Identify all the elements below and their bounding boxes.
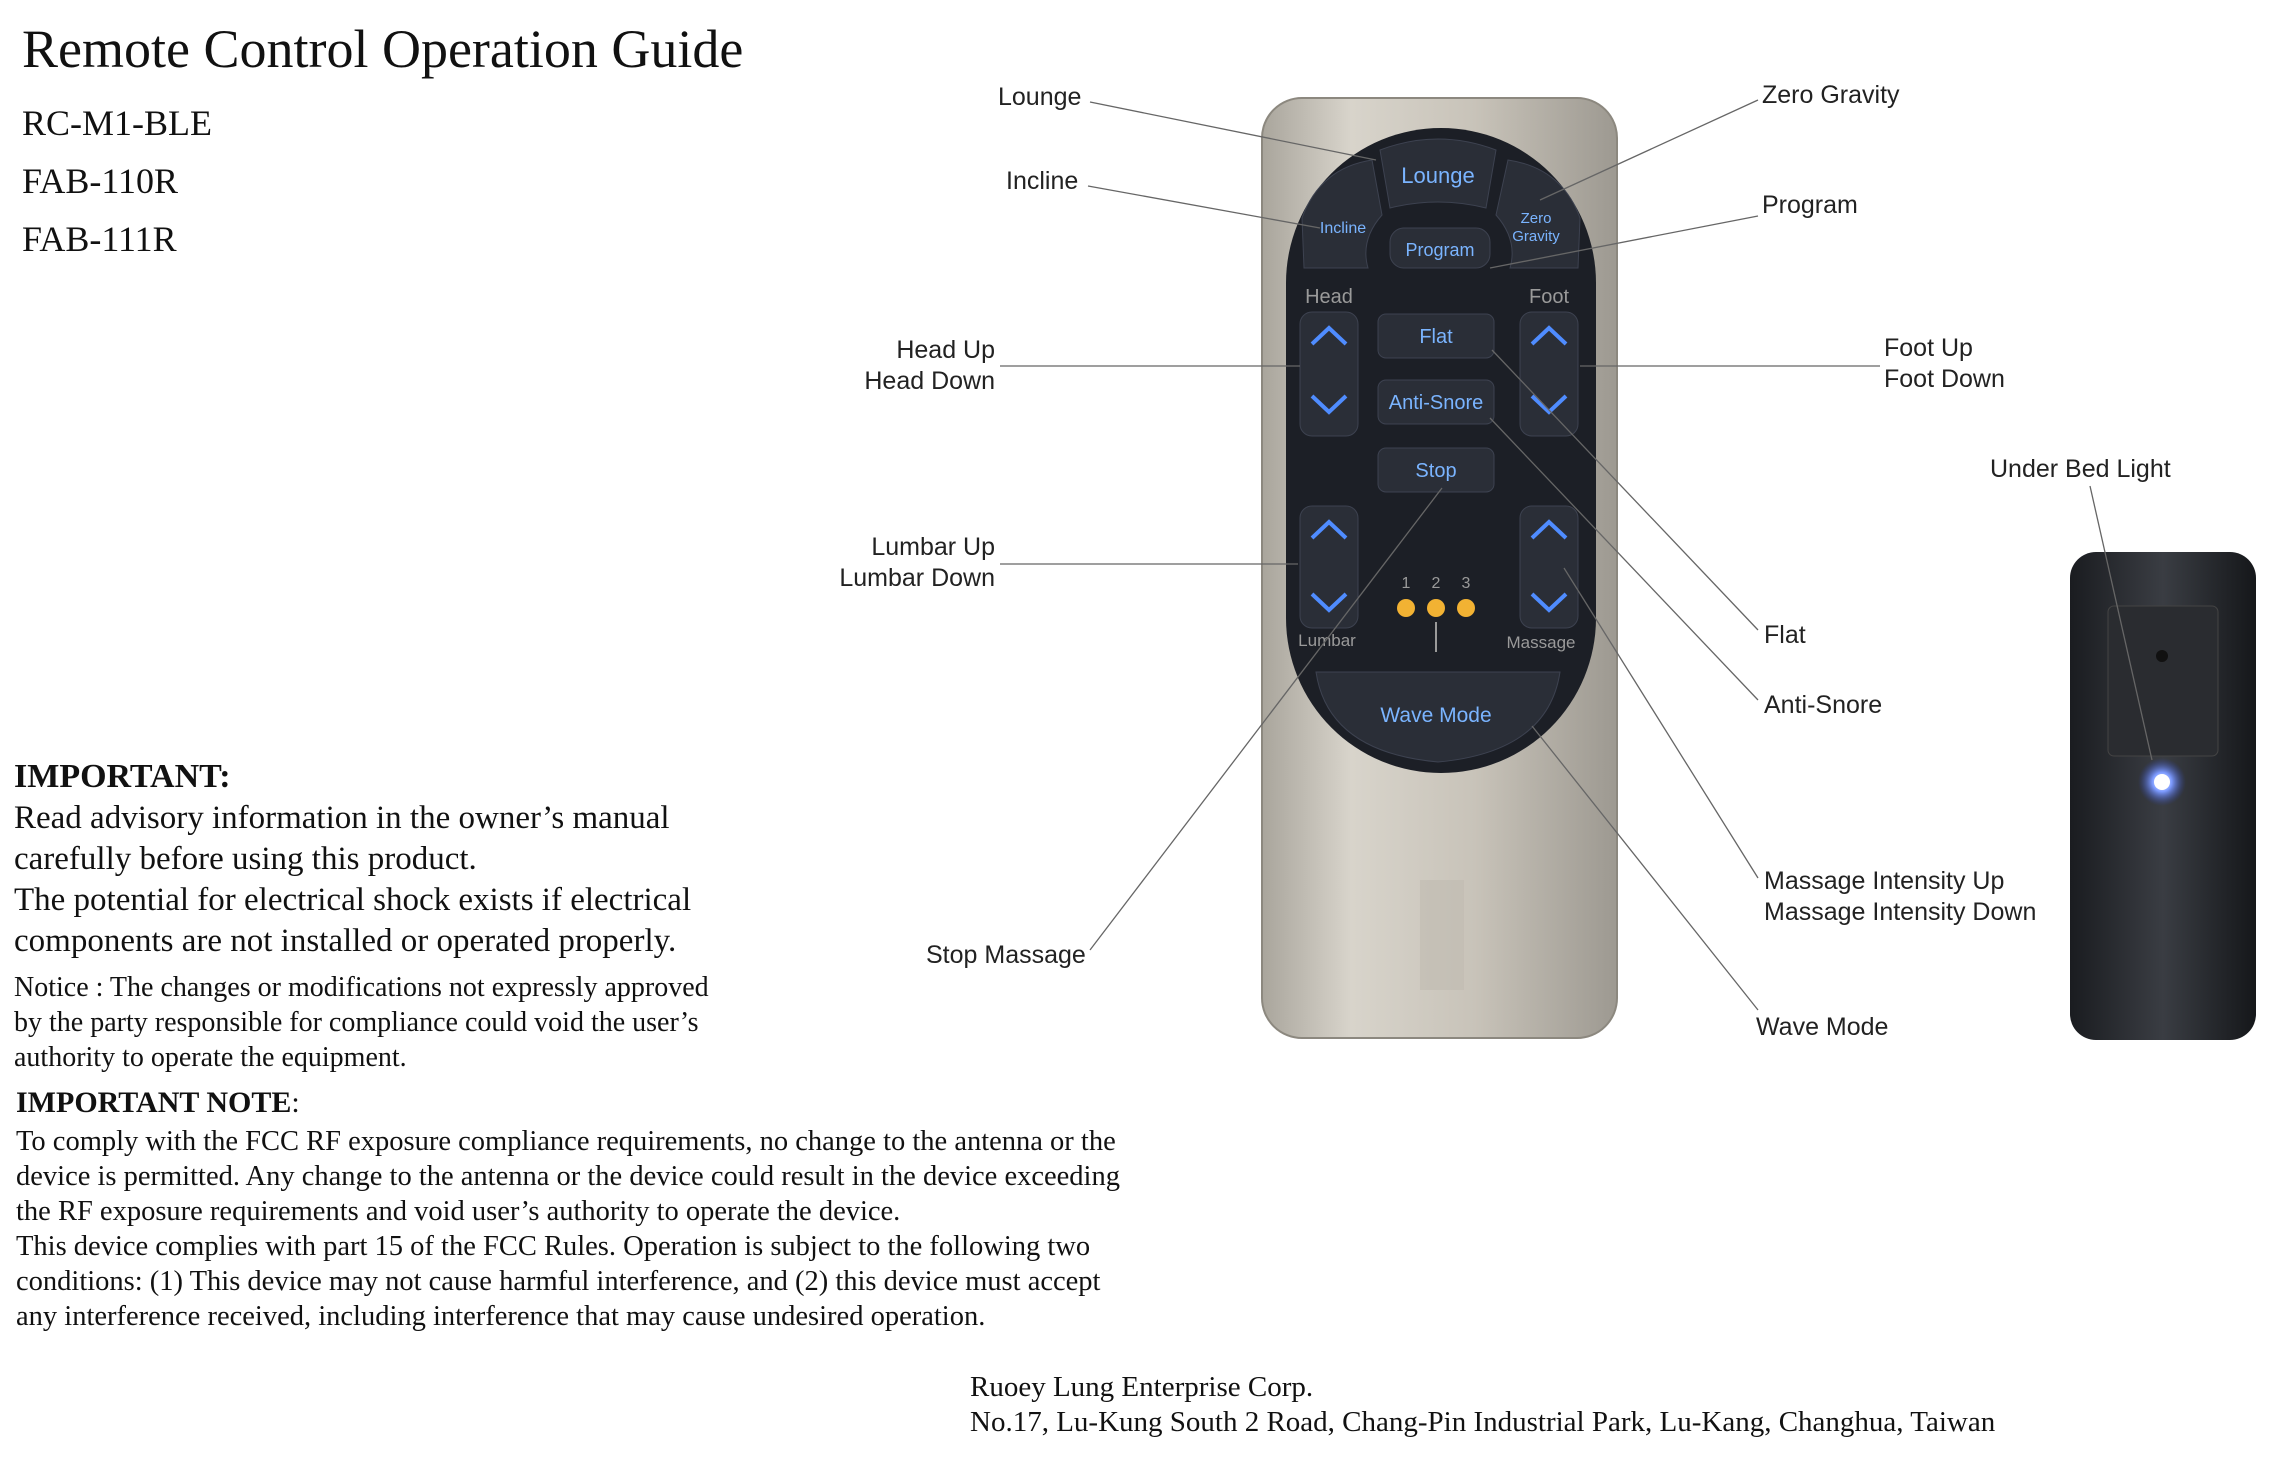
company-info: Ruoey Lung Enterprise Corp. No.17, Lu-Ku… <box>970 1370 1995 1440</box>
massage-level-led <box>1457 599 1475 617</box>
callout-lumbar-up: Lumbar Up <box>871 533 995 561</box>
massage-level-led <box>1397 599 1415 617</box>
program-button[interactable]: Program <box>1389 227 1491 269</box>
company-address: No.17, Lu-Kung South 2 Road, Chang-Pin I… <box>970 1406 1996 1438</box>
foot-up-button[interactable] <box>1519 311 1579 437</box>
model-number: FAB-111R <box>22 219 177 259</box>
flat-button[interactable]: Flat <box>1377 313 1495 359</box>
callout-wave-mode: Wave Mode <box>1756 1013 1889 1041</box>
svg-text:Zero: Zero <box>1521 210 1552 227</box>
anti-snore-button[interactable]: Anti-Snore <box>1377 379 1495 425</box>
important-line: The potential for electrical shock exist… <box>14 882 692 918</box>
head-up-button[interactable] <box>1299 311 1359 437</box>
model-number: FAB-110R <box>22 161 179 201</box>
level-2-label: 2 <box>1432 575 1441 592</box>
notice-line: authority to operate the equipment. <box>14 1042 407 1073</box>
callout-massage-up: Massage Intensity Up <box>1764 867 2005 895</box>
svg-text:Lounge: Lounge <box>1401 163 1474 188</box>
callout-under-bed-light: Under Bed Light <box>1990 455 2171 483</box>
svg-text:Gravity: Gravity <box>1512 228 1560 245</box>
level-3-label: 3 <box>1462 575 1471 592</box>
callout-incline: Incline <box>1006 167 1079 195</box>
fcc-line: This device complies with part 15 of the… <box>16 1231 1091 1262</box>
important-note-title: IMPORTANT NOTE <box>16 1086 292 1119</box>
foot-down-icon <box>1530 394 1568 415</box>
important-note-colon: : <box>291 1086 300 1119</box>
important-line: Read advisory information in the owner’s… <box>14 800 670 836</box>
important-note-heading: IMPORTANT NOTE: <box>16 1086 300 1120</box>
callout-flat: Flat <box>1764 621 1806 649</box>
callout-leader-lines <box>1000 99 2153 1011</box>
callout-lumbar-down: Lumbar Down <box>839 564 995 592</box>
fcc-statement: To comply with the FCC RF exposure compl… <box>16 1124 1266 1334</box>
important-heading: IMPORTANT: <box>14 758 231 795</box>
massage-label: Massage <box>1507 633 1576 652</box>
important-line: carefully before using this product. <box>14 841 477 877</box>
model-number: RC-M1-BLE <box>22 103 213 143</box>
callout-foot: Foot Up Foot Down <box>1884 333 2005 395</box>
callout-head-up: Head Up <box>896 336 995 364</box>
fcc-line: device is permitted. Any change to the a… <box>16 1161 1120 1192</box>
massage-level-led <box>1427 599 1445 617</box>
callout-massage-down: Massage Intensity Down <box>1764 898 2037 926</box>
callout-anti-snore: Anti-Snore <box>1764 691 1883 719</box>
callout-massage-intensity: Massage Intensity Up Massage Intensity D… <box>1764 866 2036 928</box>
svg-text:Program: Program <box>1405 240 1474 260</box>
fcc-line: conditions: (1) This device may not caus… <box>16 1266 1101 1297</box>
callout-head-down: Head Down <box>864 367 995 395</box>
lounge-button[interactable]: Lounge <box>1379 138 1497 209</box>
callout-foot-down: Foot Down <box>1884 365 2005 393</box>
page-title: Remote Control Operation Guide <box>22 19 744 79</box>
company-name: Ruoey Lung Enterprise Corp. <box>970 1371 1314 1403</box>
fcc-line: To comply with the FCC RF exposure compl… <box>16 1126 1116 1157</box>
important-text: Read advisory information in the owner’s… <box>14 798 814 962</box>
massage-button[interactable] <box>1519 505 1579 629</box>
level-1-label: 1 <box>1402 575 1411 592</box>
notice-line: by the party responsible for compliance … <box>14 1007 699 1038</box>
foot-label: Foot <box>1529 286 1569 308</box>
fcc-line: any interference received, including int… <box>16 1301 986 1332</box>
lumbar-button[interactable] <box>1299 505 1359 629</box>
svg-text:Wave Mode: Wave Mode <box>1380 704 1491 727</box>
callout-lumbar: Lumbar Up Lumbar Down <box>800 532 995 594</box>
incline-button[interactable]: Incline <box>1301 159 1383 269</box>
head-label: Head <box>1305 286 1353 308</box>
callout-program: Program <box>1762 191 1858 219</box>
notice-text: Notice : The changes or modifications no… <box>14 970 834 1075</box>
svg-text:Anti-Snore: Anti-Snore <box>1389 392 1484 414</box>
svg-text:Stop: Stop <box>1415 460 1456 482</box>
callout-head: Head Up Head Down <box>800 335 995 397</box>
lumbar-label: Lumbar <box>1298 631 1356 650</box>
svg-text:Flat: Flat <box>1419 326 1453 348</box>
svg-text:Incline: Incline <box>1320 220 1366 237</box>
callout-zero-gravity: Zero Gravity <box>1762 81 1900 109</box>
callout-lounge: Lounge <box>998 83 1082 111</box>
callout-foot-up: Foot Up <box>1884 334 1973 362</box>
wave-mode-button[interactable]: Wave Mode <box>1315 671 1561 763</box>
zero-gravity-button[interactable]: Zero Gravity <box>1495 159 1581 269</box>
head-down-icon <box>1310 394 1348 415</box>
notice-line: Notice : The changes or modifications no… <box>14 972 709 1003</box>
important-line: components are not installed or operated… <box>14 923 677 959</box>
stop-button[interactable]: Stop <box>1377 447 1495 493</box>
callout-stop-massage: Stop Massage <box>926 941 1086 969</box>
fcc-line: the RF exposure requirements and void us… <box>16 1196 901 1227</box>
